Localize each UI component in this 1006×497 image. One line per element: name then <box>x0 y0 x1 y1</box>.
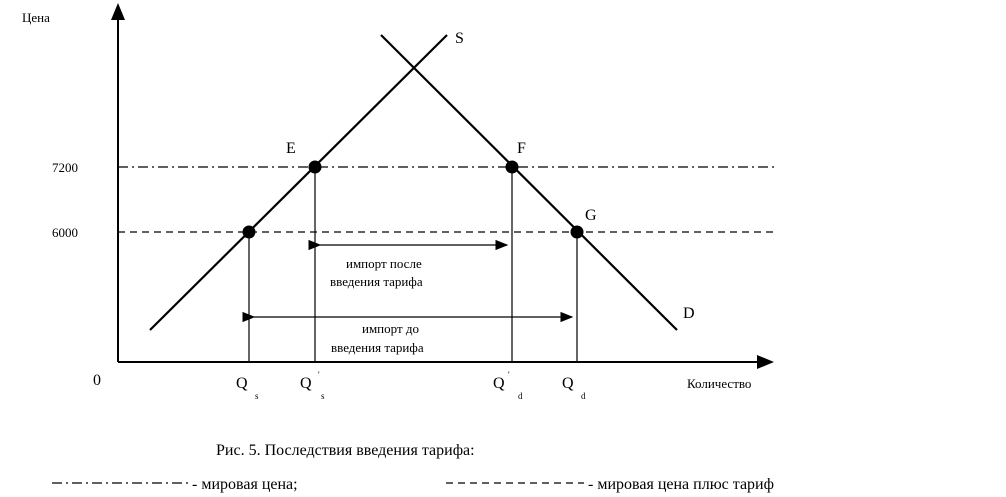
point-f <box>505 160 519 174</box>
point-f-label: F <box>517 140 526 157</box>
point-qs <box>242 225 256 239</box>
import-before-text-1: импорт до <box>362 321 419 336</box>
import-after-text-2: введения тарифа <box>330 274 423 289</box>
figure-caption: Рис. 5. Последствия введения тарифа: <box>216 442 475 459</box>
qs-prime-label: Q <box>300 375 312 392</box>
x-axis-arrow <box>757 355 774 369</box>
point-e-label: E <box>286 140 296 157</box>
point-g-label: G <box>585 207 597 224</box>
demand-curve <box>380 34 678 331</box>
qd-prime-sub: d <box>518 391 523 401</box>
origin-label: 0 <box>93 372 101 389</box>
qd-prime-sup: ' <box>508 370 510 380</box>
point-e <box>308 160 322 174</box>
supply-label: S <box>455 30 464 47</box>
qs-prime-sub: s <box>321 391 325 401</box>
qd-label: Q <box>562 375 574 392</box>
qs-prime-sup: ' <box>318 370 320 380</box>
import-after-text-1: импорт после <box>346 256 422 271</box>
supply-curve <box>149 34 448 331</box>
y-axis-label: Цена <box>22 10 50 25</box>
qs-label: Q <box>236 375 248 392</box>
point-g <box>570 225 584 239</box>
legend-world-price-text: - мировая цена; <box>192 476 298 493</box>
demand-label: D <box>683 305 695 322</box>
price-6000-label: 6000 <box>52 225 78 240</box>
price-7200-label: 7200 <box>52 160 78 175</box>
x-axis-label: Количество <box>687 376 751 391</box>
y-axis-arrow <box>111 3 125 20</box>
qd-prime-label: Q <box>493 375 505 392</box>
qs-sub: s <box>255 391 259 401</box>
import-before-text-2: введения тарифа <box>331 340 424 355</box>
legend-world-price-tariff-text: - мировая цена плюс тариф <box>588 476 774 493</box>
qd-sub: d <box>581 391 586 401</box>
